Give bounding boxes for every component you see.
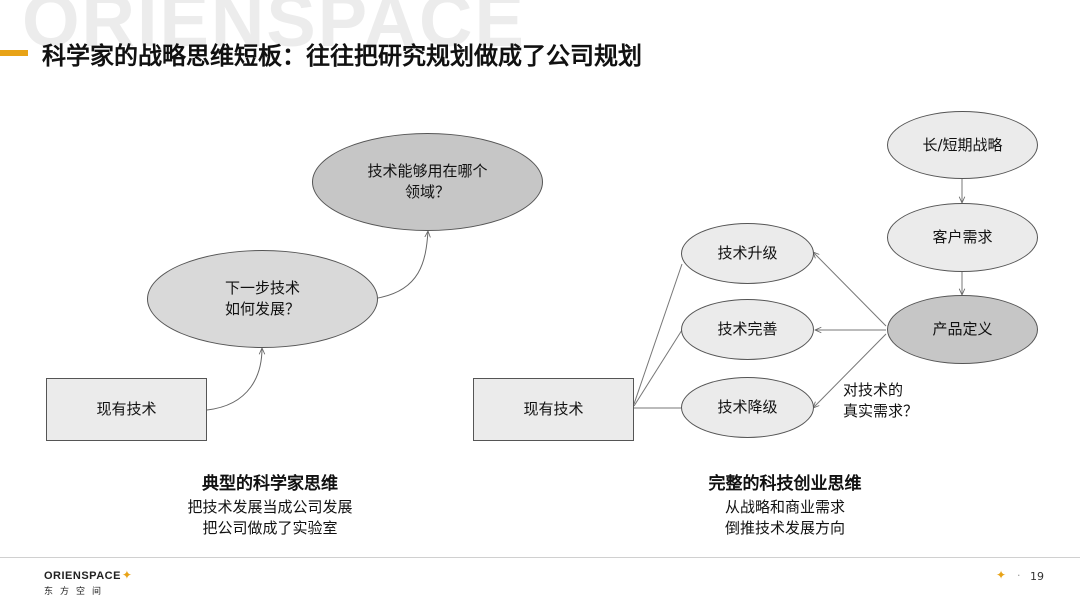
caption-right-line-2: 倒推技术发展方向 [724,519,845,537]
caption-right-heading: 完整的科技创业思维 [708,474,862,494]
title-accent-bar [0,50,28,56]
node-customer-needs: 客户需求 [887,203,1038,272]
caption-left-line-2: 把公司做成了实验室 [202,519,338,537]
connector-current-to-improve [633,329,683,407]
caption-right: 完整的科技创业思维 从战略和商业需求 倒推技术发展方向 [650,472,920,539]
node-application-field: 技术能够用在哪个 领域？ [312,133,543,231]
node-tech-upgrade: 技术升级 [681,223,814,284]
connector-current-to-upgrade [633,263,683,405]
node-product-definition: 产品定义 [887,295,1038,364]
footer-divider [0,557,1080,558]
node-strategy: 长/短期战略 [887,111,1038,179]
page-separator-dot: · [1017,569,1021,582]
brand-watermark: ORIENSPACE [22,0,526,62]
caption-left: 典型的科学家思维 把技术发展当成公司发展 把公司做成了实验室 [140,472,400,539]
logo-chinese: 东方空间 [44,587,109,597]
connector-current-to-next [206,348,262,411]
logo-star-icon: ✦ [121,568,132,582]
node-next-tech: 下一步技术 如何发展？ [147,250,378,348]
page-title: 科学家的战略思维短板：往往把研究规划做成了公司规划 [42,42,642,70]
connector-next-to-field [377,231,428,299]
caption-right-line-1: 从战略和商业需求 [724,498,845,516]
footer-logo: ORIENSPACE✦ 东方空间 [44,564,132,597]
node-tech-downgrade: 技术降级 [681,377,814,438]
caption-left-heading: 典型的科学家思维 [202,474,338,494]
logo-text: ORIENSPACE [44,570,121,582]
note-real-demand: 对技术的 真实需求？ [843,381,919,420]
page-number: 19 [1030,570,1044,583]
connector-product-to-downgrade [813,333,887,408]
node-tech-improve: 技术完善 [681,299,814,360]
connector-product-to-upgrade [813,252,887,327]
page-mark-icon: ✦ [996,568,1007,582]
node-current-tech-right: 现有技术 [473,378,634,441]
caption-left-line-1: 把技术发展当成公司发展 [187,498,353,516]
node-current-tech-left: 现有技术 [46,378,207,441]
